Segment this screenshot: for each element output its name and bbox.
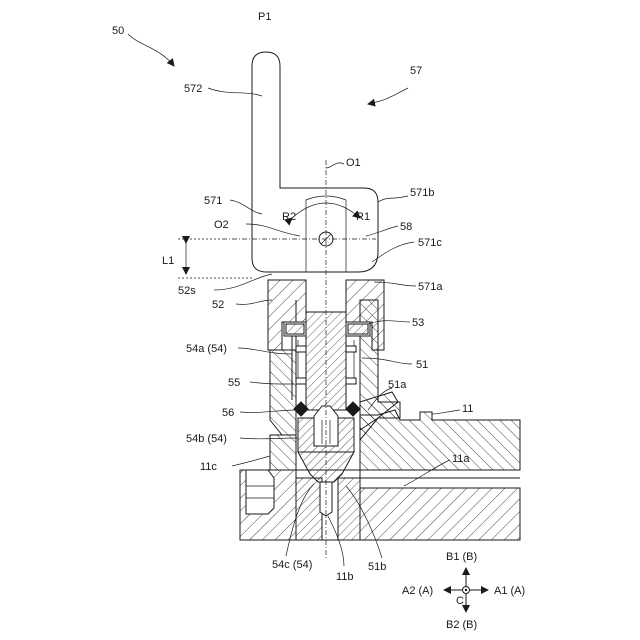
label-o1: O1 xyxy=(346,157,361,169)
label-51b: 51b xyxy=(368,561,386,573)
label-571: 571 xyxy=(204,195,222,207)
label-11: 11 xyxy=(462,403,473,415)
direction-indicator xyxy=(444,568,488,612)
label-c: C xyxy=(456,595,464,607)
label-571c: 571c xyxy=(418,237,442,249)
label-l1: L1 xyxy=(162,255,174,267)
label-52: 52 xyxy=(212,299,224,311)
label-11b: 11b xyxy=(336,571,354,583)
label-54c: 54c (54) xyxy=(272,559,312,571)
label-51: 51 xyxy=(416,359,428,371)
label-56: 56 xyxy=(222,407,234,419)
label-572: 572 xyxy=(184,83,202,95)
label-50: 50 xyxy=(112,25,124,37)
label-r1: R1 xyxy=(356,211,370,223)
label-a1: A1 (A) xyxy=(494,585,525,597)
label-571b: 571b xyxy=(410,187,434,199)
label-r2: R2 xyxy=(282,211,296,223)
label-11c: 11c xyxy=(200,461,217,473)
label-p1: P1 xyxy=(258,11,271,23)
label-55: 55 xyxy=(228,377,240,389)
label-58: 58 xyxy=(400,221,412,233)
label-a2: A2 (A) xyxy=(402,585,433,597)
label-b2: B2 (B) xyxy=(446,619,477,631)
label-54a: 54a (54) xyxy=(186,343,227,355)
label-51a: 51a xyxy=(388,379,407,391)
label-53: 53 xyxy=(412,317,424,329)
label-57: 57 xyxy=(410,65,422,77)
label-571a: 571a xyxy=(418,281,443,293)
label-o2: O2 xyxy=(214,219,229,231)
label-b1: B1 (B) xyxy=(446,551,477,563)
label-11a: 11a xyxy=(452,453,470,465)
label-54b: 54b (54) xyxy=(186,433,227,445)
label-52s: 52s xyxy=(178,285,196,297)
